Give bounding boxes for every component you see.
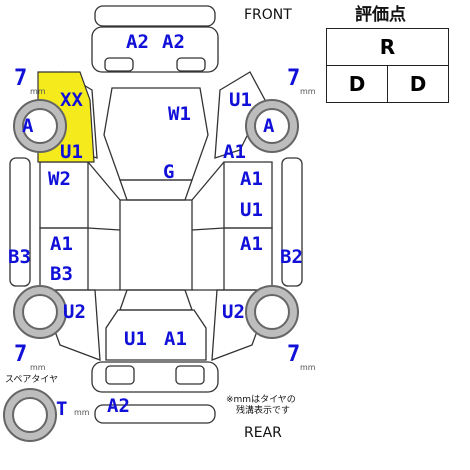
score-title: 評価点 — [355, 5, 406, 25]
rear-right-light — [175, 365, 205, 385]
left-front-fender-code-1: XX — [60, 89, 83, 111]
rear-right-tread-depth: 7 — [287, 342, 301, 367]
rear-right-wheel — [245, 285, 299, 339]
rear-right-tread-unit: mm — [300, 363, 316, 372]
trunk-code-2: A1 — [164, 328, 187, 350]
rear-bumper — [91, 361, 219, 393]
front-bumper-code-2: A2 — [162, 31, 185, 53]
front-left-wheel — [13, 99, 67, 153]
trunk-panel — [105, 309, 207, 361]
right-front-fender-code-1: U1 — [229, 89, 252, 111]
right-front-door-code-1: A1 — [240, 168, 263, 190]
right-front-fender-code-2: A1 — [223, 141, 246, 163]
front-right-wheel — [245, 99, 299, 153]
roof-code: G — [163, 161, 175, 183]
front-left-wheel-code: A — [22, 115, 34, 137]
right-pillar — [191, 161, 225, 291]
rear-glass — [119, 289, 193, 311]
trunk-code-1: U1 — [124, 328, 147, 350]
front-bumper — [91, 26, 219, 73]
left-sill-code: B3 — [8, 246, 31, 268]
right-rear-door-code: A1 — [240, 233, 263, 255]
right-sill-code: B2 — [280, 246, 303, 268]
exterior-score: D — [326, 65, 388, 103]
rear-label: REAR — [244, 425, 282, 441]
front-right-light — [176, 57, 206, 72]
right-front-door-code-2: U1 — [240, 199, 263, 221]
front-right-wheel-code: A — [263, 115, 275, 137]
hood-code: W1 — [168, 103, 191, 125]
left-sill — [9, 157, 31, 287]
front-right-tread-depth: 7 — [287, 66, 301, 91]
rear-bottom-panel — [94, 404, 216, 424]
front-left-tread-unit: mm — [30, 87, 46, 96]
front-bumper-code-1: A2 — [126, 31, 149, 53]
front-left-light — [104, 57, 134, 72]
right-rear-fender-code: U2 — [222, 301, 245, 323]
spare-tire — [3, 388, 57, 442]
left-rear-fender-code: U2 — [63, 301, 86, 323]
hood-panel — [103, 87, 209, 181]
score-table: R D D — [326, 28, 449, 103]
spare-tire-code: T — [56, 398, 68, 420]
front-label: FRONT — [244, 7, 292, 23]
front-top-panel — [94, 5, 216, 27]
left-rear-door-code-2: B3 — [50, 263, 73, 285]
front-right-tread-unit: mm — [300, 87, 316, 96]
rear-bumper-code: A2 — [107, 395, 130, 417]
interior-score: D — [387, 65, 449, 103]
overall-score: R — [326, 28, 449, 66]
left-front-fender-code-2: U1 — [60, 141, 83, 163]
left-rear-door-code-1: A1 — [50, 233, 73, 255]
tread-note-line-1: ※mmはタイヤの — [226, 395, 296, 405]
roof-panel — [119, 199, 193, 291]
rear-left-tread-unit: mm — [30, 363, 46, 372]
rear-left-tread-depth: 7 — [14, 342, 28, 367]
left-pillar — [87, 161, 121, 291]
left-front-door-code: W2 — [48, 168, 71, 190]
windshield — [119, 179, 193, 201]
tread-note-line-2: 残溝表示です — [236, 406, 291, 416]
spare-tire-label: スペアタイヤ — [5, 375, 59, 385]
rear-left-wheel — [13, 285, 67, 339]
spare-tire-unit: mm — [74, 408, 90, 417]
right-sill — [281, 157, 303, 287]
front-left-tread-depth: 7 — [14, 66, 28, 91]
right-rear-fender — [211, 289, 273, 361]
rear-left-light — [105, 365, 135, 385]
